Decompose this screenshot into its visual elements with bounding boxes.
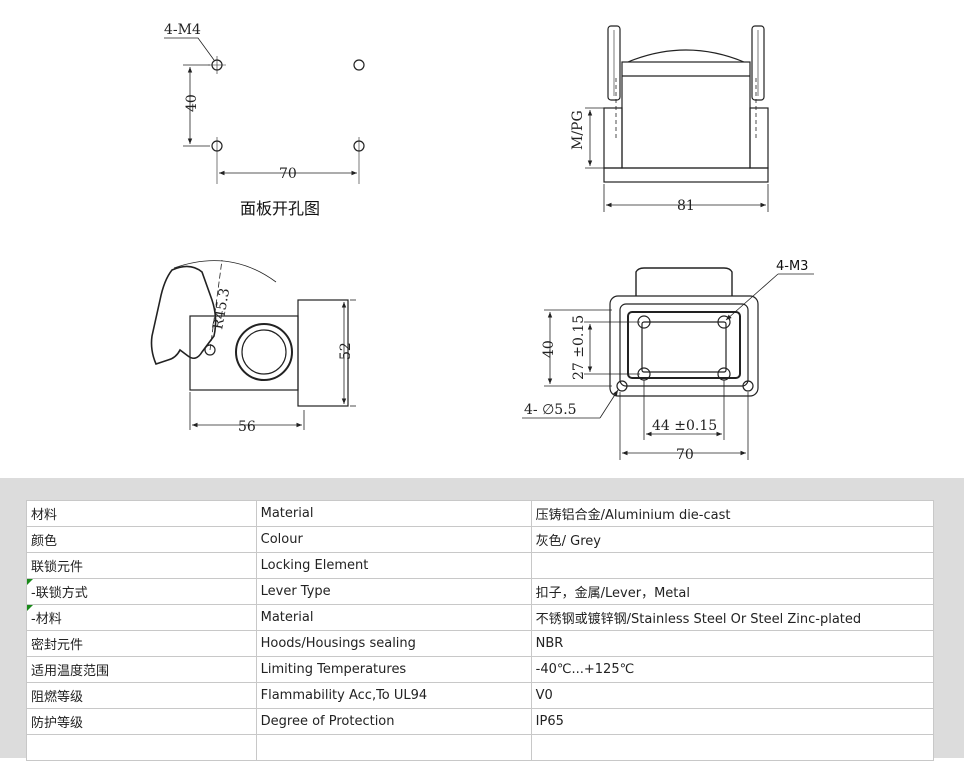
panel-dim-vertical: 40 <box>184 94 200 112</box>
front-view <box>585 25 769 212</box>
spec-cell-cn: -联锁方式 <box>26 578 257 605</box>
spec-cell-value: 不锈钢或镀锌钢/Stainless Steel Or Steel Zinc-pl… <box>530 604 935 631</box>
spec-cell-en: Colour <box>255 526 532 553</box>
side-dim-width: 56 <box>238 419 256 435</box>
spec-cell-cn: 密封元件 <box>26 630 257 657</box>
side-cable-entry <box>235 323 293 381</box>
side-radius-label: R45.3 <box>210 287 233 331</box>
spec-cell-value: 压铸铝合金/Aluminium die-cast <box>530 500 935 527</box>
panel-hole-label: 4-M4 <box>164 22 201 38</box>
front-thread-label: M/PG <box>570 110 586 150</box>
spec-cell-value: 灰色/ Grey <box>530 526 935 553</box>
top-view <box>522 267 814 460</box>
top-screw-label: 4-M3 <box>776 259 808 274</box>
spec-cell-en: Flammability Acc,To UL94 <box>255 682 532 709</box>
spec-cell-value: IP65 <box>530 708 935 735</box>
spec-cell-value <box>530 552 935 579</box>
technical-drawing: 4-M4 40 70 面板开孔图 M/PG 81 <box>150 22 814 463</box>
spec-cell-cn: 防护等级 <box>26 708 257 735</box>
side-view <box>150 259 356 430</box>
side-body <box>189 315 299 391</box>
side-lever <box>150 265 217 365</box>
table-row <box>26 734 935 761</box>
spec-cell-value: 扣子，金属/Lever，Metal <box>530 578 935 605</box>
top-dim-outer-vertical: 40 <box>541 340 557 358</box>
top-dim-inner-vertical: 27 ±0.15 <box>571 315 587 380</box>
spec-cell-cn: 适用温度范围 <box>26 656 257 683</box>
mount-hole <box>353 59 365 71</box>
spec-cell-en: Hoods/Housings sealing <box>255 630 532 657</box>
top-mount-hole <box>742 380 754 392</box>
spec-cell-en: Locking Element <box>255 552 532 579</box>
panel-dim-horizontal: 70 <box>279 166 297 182</box>
spec-cell-value: NBR <box>530 630 935 657</box>
spec-cell-cn: 阻燃等级 <box>26 682 257 709</box>
spec-cell-value <box>530 734 935 761</box>
side-pivot <box>204 344 216 356</box>
spec-cell-cn: 材料 <box>26 500 257 527</box>
top-hole-label: 4- ∅5.5 <box>524 402 577 418</box>
spec-cell-en: Lever Type <box>255 578 532 605</box>
spec-cell-cn <box>26 734 257 761</box>
top-base-plate <box>609 295 759 397</box>
spec-cell-en <box>255 734 532 761</box>
front-body <box>621 61 751 169</box>
spec-cell-en: Material <box>255 500 532 527</box>
side-dim-height: 52 <box>338 342 354 360</box>
panel-cutout-view <box>164 37 365 184</box>
front-base <box>603 167 769 183</box>
spec-cell-value: V0 <box>530 682 935 709</box>
spec-cell-cn: 联锁元件 <box>26 552 257 579</box>
front-lever-right <box>751 25 765 101</box>
spec-cell-value: -40℃...+125℃ <box>530 656 935 683</box>
drawing-canvas: 4-M4 40 70 面板开孔图 M/PG 81 <box>150 22 814 463</box>
spec-cell-en: Material <box>255 604 532 631</box>
top-mount-hole <box>616 380 628 392</box>
top-screw <box>717 315 731 329</box>
spec-cell-cn: -材料 <box>26 604 257 631</box>
spec-cell-cn: 颜色 <box>26 526 257 553</box>
spec-cell-en: Limiting Temperatures <box>255 656 532 683</box>
top-dim-inner-horizontal: 44 ±0.15 <box>652 418 717 434</box>
top-dim-outer-horizontal: 70 <box>676 447 694 463</box>
top-lever <box>635 267 733 296</box>
panel-caption: 面板开孔图 <box>240 199 320 218</box>
front-dim-width: 81 <box>677 198 695 214</box>
spec-cell-en: Degree of Protection <box>255 708 532 735</box>
front-lever-left <box>607 25 621 101</box>
